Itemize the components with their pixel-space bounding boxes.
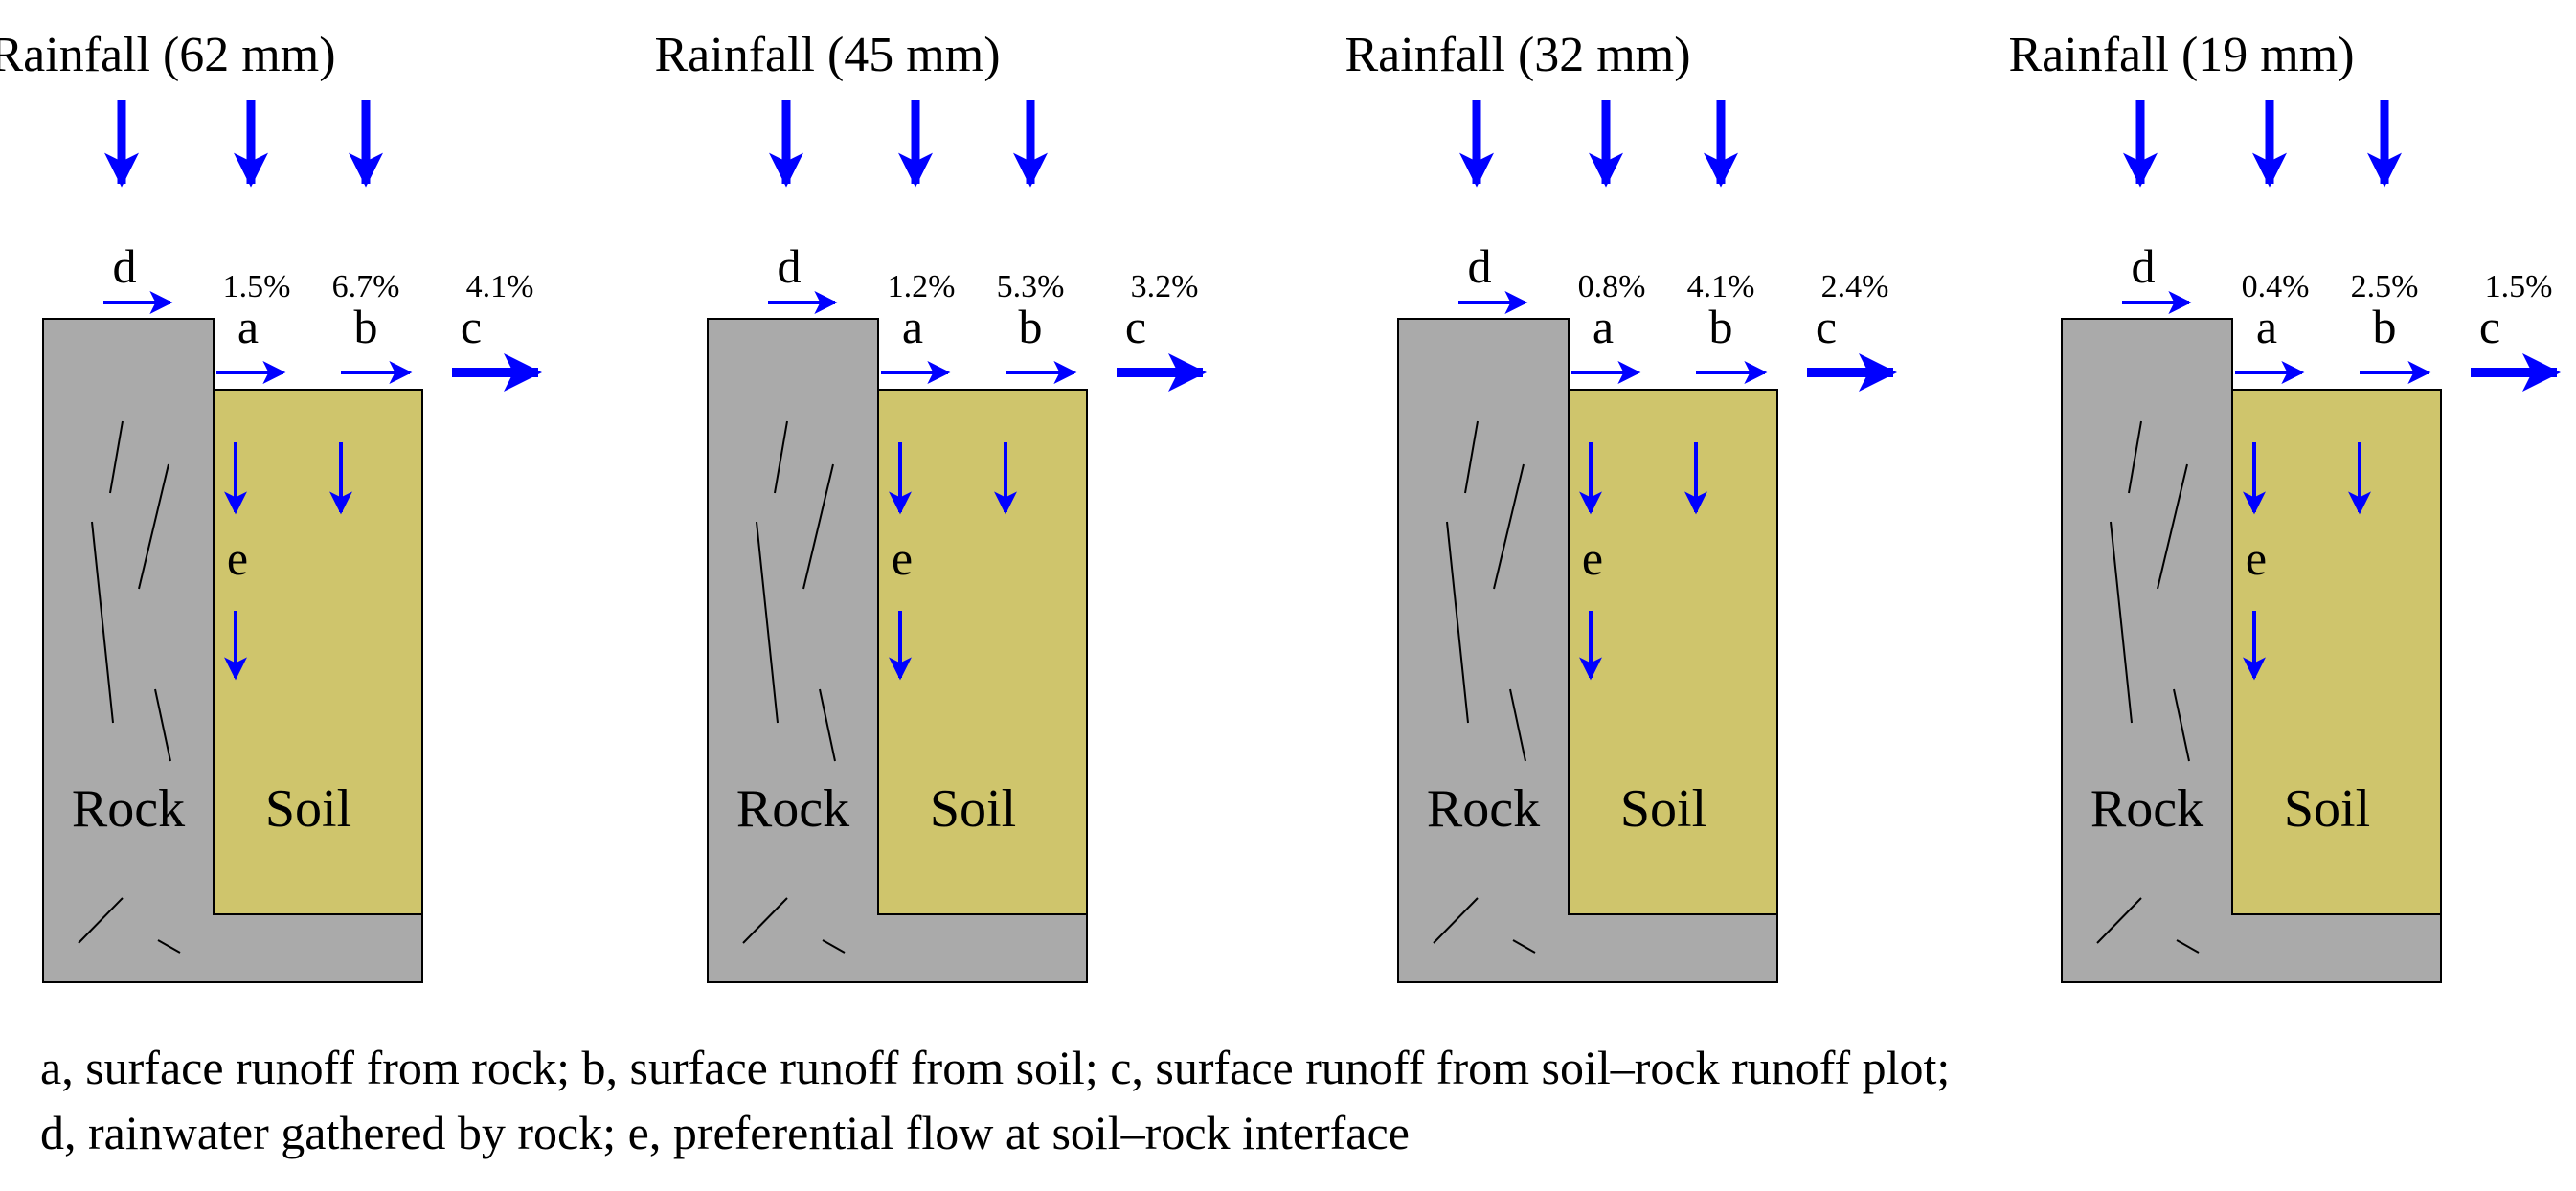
label-d: d [778, 239, 802, 293]
label-b: b [2373, 300, 2397, 353]
pct-b: 5.3% [997, 269, 1065, 304]
pct-b: 6.7% [332, 269, 400, 304]
label-e: e [2246, 531, 2267, 585]
rock-crack [1512, 939, 1536, 954]
rock-crack [756, 521, 779, 724]
label-a: a [2256, 300, 2277, 353]
rock-crack [78, 897, 124, 944]
label-b: b [1709, 300, 1733, 353]
soil-block [213, 389, 423, 915]
rock-crack [138, 463, 169, 590]
pct-a: 0.4% [2242, 269, 2310, 304]
label-c: c [1125, 300, 1146, 353]
label-d: d [1468, 239, 1492, 293]
rock-crack [91, 521, 114, 724]
pct-c: 2.4% [1821, 269, 1889, 304]
pct-c: 3.2% [1131, 269, 1199, 304]
rainfall-label: Rainfall (32 mm) [1344, 28, 1690, 82]
soil-block [2231, 389, 2442, 915]
rock-crack [154, 688, 171, 762]
label-rock: Rock [2090, 779, 2203, 839]
rock-crack [2128, 420, 2142, 494]
rock-crack [819, 688, 836, 762]
label-b: b [354, 300, 378, 353]
label-c: c [2479, 300, 2500, 353]
label-d: d [2132, 239, 2156, 293]
rock-crack [2157, 463, 2188, 590]
pct-c: 4.1% [466, 269, 534, 304]
pct-a: 0.8% [1578, 269, 1646, 304]
label-d: d [113, 239, 137, 293]
pct-b: 4.1% [1687, 269, 1755, 304]
label-rock: Rock [72, 779, 185, 839]
label-b: b [1019, 300, 1043, 353]
label-e: e [227, 531, 248, 585]
label-e: e [1582, 531, 1603, 585]
soil-block [1568, 389, 1778, 915]
pct-a: 1.2% [888, 269, 956, 304]
label-soil: Soil [930, 779, 1016, 839]
caption-line-2: d, rainwater gathered by rock; e, prefer… [40, 1106, 1410, 1159]
rock-crack [1509, 688, 1526, 762]
rainfall-label: Rainfall (19 mm) [2008, 28, 2354, 82]
pct-c: 1.5% [2485, 269, 2553, 304]
rock-crack [822, 939, 846, 954]
label-soil: Soil [1620, 779, 1706, 839]
rock-crack [1433, 897, 1479, 944]
label-a: a [237, 300, 259, 353]
pct-a: 1.5% [223, 269, 291, 304]
label-c: c [461, 300, 482, 353]
rock-crack [157, 939, 181, 954]
label-e: e [892, 531, 913, 585]
label-rock: Rock [1427, 779, 1540, 839]
label-c: c [1816, 300, 1837, 353]
rainfall-label: Rainfall (45 mm) [654, 28, 1000, 82]
rock-crack [1446, 521, 1469, 724]
rock-crack [2110, 521, 2133, 724]
rock-crack [1464, 420, 1479, 494]
label-soil: Soil [265, 779, 351, 839]
rock-crack [742, 897, 788, 944]
rock-crack [109, 420, 124, 494]
label-a: a [902, 300, 923, 353]
rainfall-label: Rainfall (62 mm) [0, 28, 336, 82]
caption-line-1: a, surface runoff from rock; b, surface … [40, 1041, 1951, 1094]
rock-crack [2176, 939, 2200, 954]
label-a: a [1593, 300, 1614, 353]
label-soil: Soil [2284, 779, 2370, 839]
rock-crack [2173, 688, 2190, 762]
rock-crack [1493, 463, 1525, 590]
soil-block [877, 389, 1088, 915]
rock-crack [802, 463, 834, 590]
rock-crack [774, 420, 788, 494]
rock-crack [2096, 897, 2142, 944]
pct-b: 2.5% [2351, 269, 2419, 304]
label-rock: Rock [736, 779, 849, 839]
